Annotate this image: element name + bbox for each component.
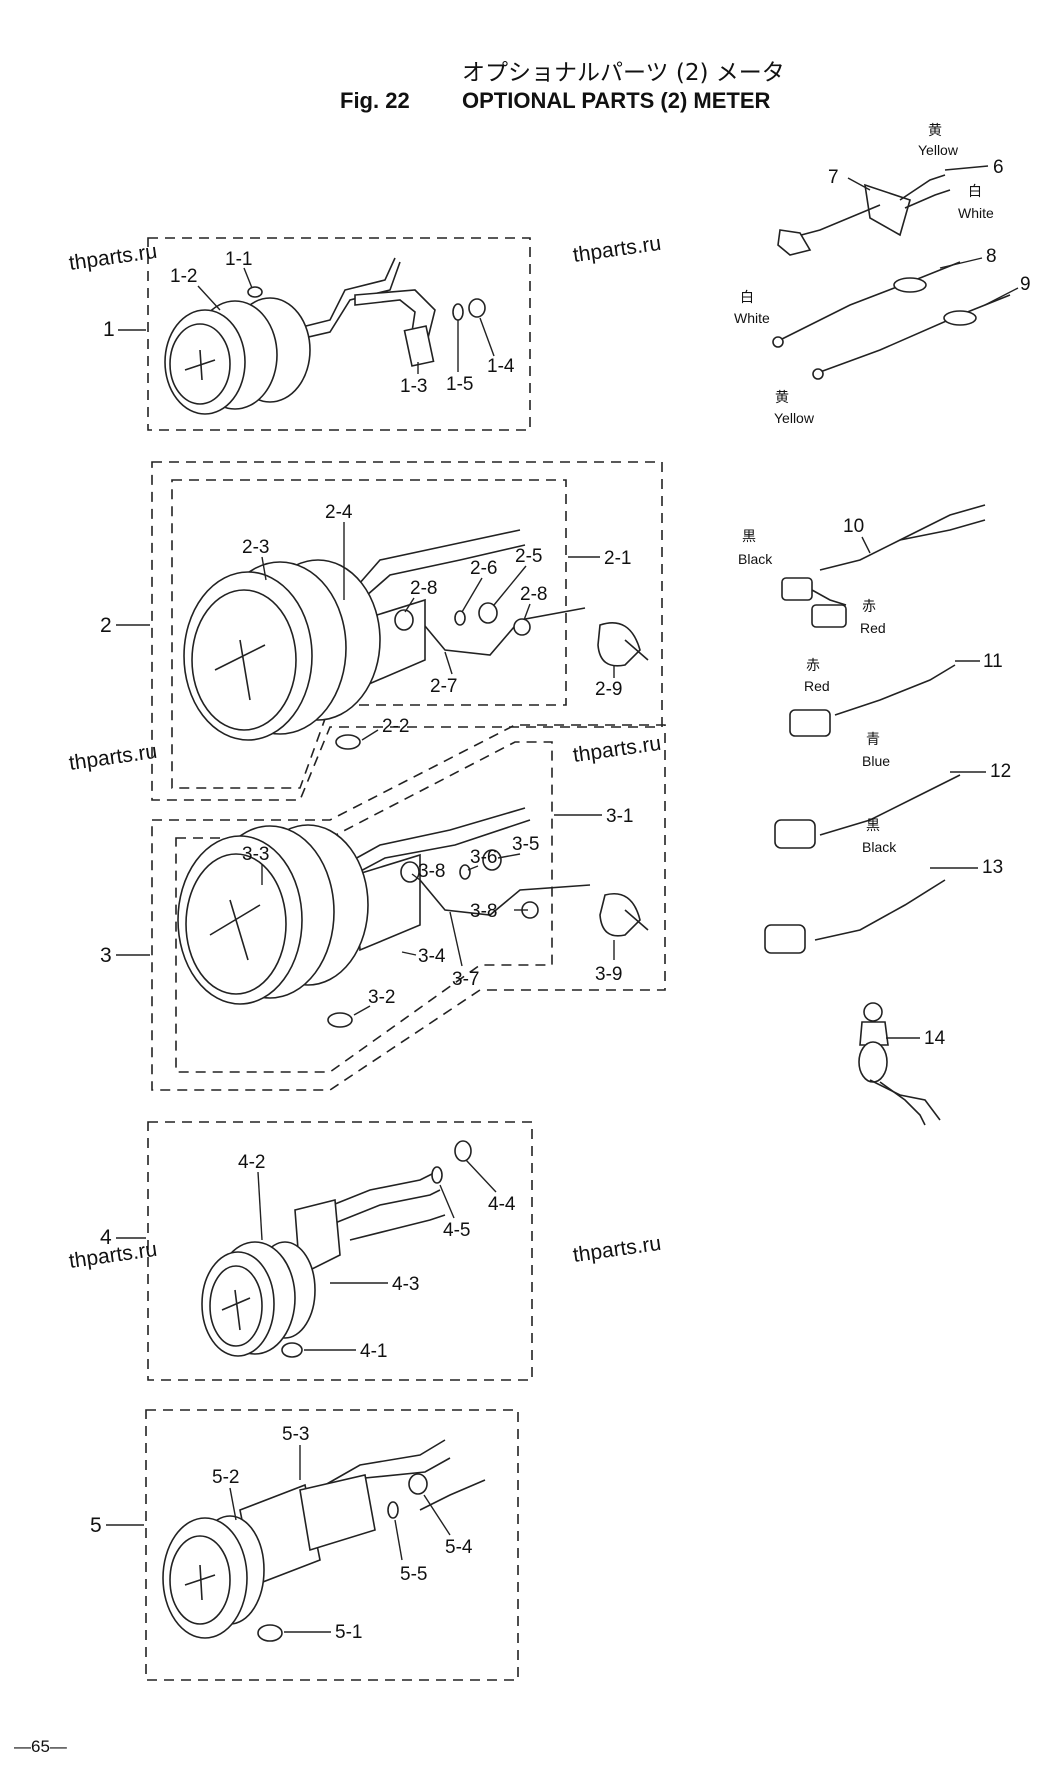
wire-color-jp-9: 黒 <box>866 818 880 834</box>
callout-5-5: 5-5 <box>400 1564 427 1585</box>
lamp-11 <box>789 664 956 737</box>
callout-3-7: 3-7 <box>452 969 479 990</box>
watermark-3: thparts.ru <box>67 740 158 775</box>
callout-9: 9 <box>1020 274 1031 295</box>
callout-14: 14 <box>924 1028 946 1049</box>
callout-4-1: 4-1 <box>360 1341 387 1362</box>
callout-10: 10 <box>843 516 864 537</box>
callout-2-5: 2-5 <box>515 546 542 567</box>
wire-color-jp-6: 赤 <box>862 599 876 615</box>
meter-3 <box>177 807 649 1028</box>
figure-title: OPTIONAL PARTS (2) METER <box>462 88 771 113</box>
group-box-3-inner <box>175 741 553 1073</box>
meter-2 <box>183 529 649 750</box>
callout-2-9: 2-9 <box>595 679 622 700</box>
callout-1-5: 1-5 <box>446 374 473 395</box>
wire-color-jp-4: 黄 <box>775 389 789 406</box>
group-label-4: 4 <box>100 1226 112 1249</box>
callout-3-5: 3-5 <box>512 834 539 855</box>
callout-5-1: 5-1 <box>335 1622 362 1643</box>
callout-2-8b: 2-8 <box>520 584 547 605</box>
callout-2-7: 2-7 <box>430 676 457 697</box>
callout-4-3: 4-3 <box>392 1274 419 1295</box>
callout-5-4: 5-4 <box>445 1537 473 1558</box>
wire-8 <box>772 261 961 348</box>
wire-color-jp-2: 白 <box>968 184 982 200</box>
callout-1-1: 1-1 <box>225 249 252 270</box>
wire-color-en-7: Red <box>804 678 830 694</box>
watermark-1: thparts.ru <box>67 240 158 275</box>
wire-9 <box>812 294 1011 380</box>
callout-3-2: 3-2 <box>368 987 395 1008</box>
callout-8: 8 <box>986 246 997 267</box>
callout-1-3: 1-3 <box>400 376 427 397</box>
wire-color-en-9: Black <box>862 839 897 855</box>
group-box-1 <box>147 237 531 431</box>
callout-13: 13 <box>982 857 1003 878</box>
wire-color-en-2: White <box>958 205 994 221</box>
group-box-4 <box>147 1121 533 1381</box>
callout-7: 7 <box>828 167 839 188</box>
watermark-2: thparts.ru <box>571 232 662 267</box>
wire-color-en-3: White <box>734 310 770 326</box>
group-label-5: 5 <box>90 1514 102 1537</box>
figure-number: Fig. 22 <box>340 88 410 113</box>
callout-3-8a: 3-8 <box>418 861 445 882</box>
group-box-2-outer <box>151 461 663 801</box>
callout-2-2: 2-2 <box>382 716 409 737</box>
callout-5-3: 5-3 <box>282 1424 309 1445</box>
wire-color-en-5: Black <box>738 551 773 567</box>
wire-color-jp-3: 白 <box>740 290 754 306</box>
wire-color-jp-1: 黄 <box>928 122 942 139</box>
watermark-6: thparts.ru <box>571 1232 662 1267</box>
callout-12: 12 <box>990 761 1011 782</box>
group-box-3-outer <box>151 724 666 1091</box>
wire-color-jp-8: 青 <box>866 732 880 748</box>
wire-color-en-8: Blue <box>862 753 890 769</box>
wire-color-jp-5: 黒 <box>742 529 756 545</box>
callout-4-2: 4-2 <box>238 1152 265 1173</box>
callout-3-4: 3-4 <box>418 946 446 967</box>
wire-color-en-6: Red <box>860 620 886 636</box>
watermark-4: thparts.ru <box>571 732 662 767</box>
callout-3-3: 3-3 <box>242 844 269 865</box>
callout-3-6: 3-6 <box>470 847 497 868</box>
callout-2-8a: 2-8 <box>410 578 437 599</box>
callout-4-4: 4-4 <box>488 1194 516 1215</box>
callout-2-1: 2-1 <box>604 548 631 569</box>
callout-1-4: 1-4 <box>487 356 515 377</box>
wire-color-en-4: Yellow <box>774 410 815 426</box>
wire-color-en-1: Yellow <box>918 142 959 158</box>
wire-harness-6-7 <box>777 174 951 256</box>
callout-2-4: 2-4 <box>325 502 353 523</box>
group-label-1: 1 <box>103 318 115 341</box>
page-number: —65— <box>14 1737 67 1756</box>
group-label-3: 3 <box>100 944 112 967</box>
meter-1 <box>164 257 486 415</box>
callout-2-3: 2-3 <box>242 537 269 558</box>
callout-1-2: 1-2 <box>170 266 197 287</box>
lamp-12 <box>774 774 961 849</box>
callout-3-8b: 3-8 <box>470 901 497 922</box>
title-japanese: オプショナルパーツ (2) メータ <box>462 60 785 86</box>
group-box-5 <box>145 1409 519 1681</box>
group-label-2: 2 <box>100 614 112 637</box>
callout-6: 6 <box>993 157 1004 178</box>
harness-10 <box>781 504 986 628</box>
callout-5-2: 5-2 <box>212 1467 239 1488</box>
switch-14 <box>858 1002 941 1126</box>
callout-2-6: 2-6 <box>470 558 497 579</box>
callout-3-9: 3-9 <box>595 964 622 985</box>
callout-3-1: 3-1 <box>606 806 633 827</box>
callout-11: 11 <box>983 651 1003 672</box>
lamp-13 <box>764 879 946 954</box>
meter-4 <box>201 1140 472 1358</box>
watermark-5: thparts.ru <box>67 1238 158 1273</box>
meter-5 <box>162 1439 486 1642</box>
wire-color-jp-7: 赤 <box>806 658 820 674</box>
callout-4-5: 4-5 <box>443 1220 470 1241</box>
